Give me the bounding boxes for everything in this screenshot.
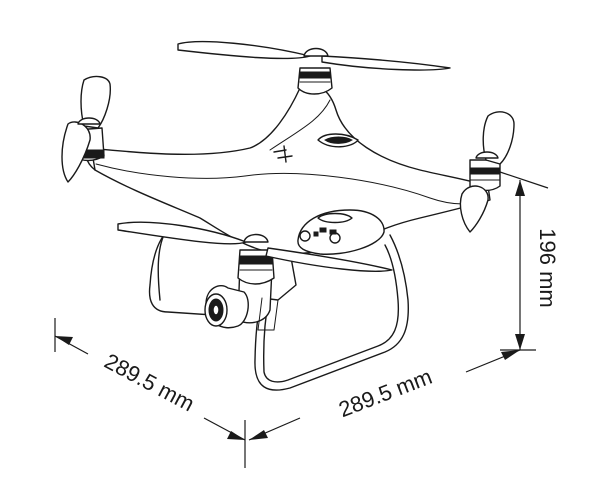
dimension-depth: 289.5 mm bbox=[54, 318, 246, 468]
propeller-left bbox=[61, 75, 112, 183]
width-label: 289.5 mm bbox=[335, 364, 435, 422]
motor-front bbox=[237, 249, 275, 285]
height-label: 196 mm bbox=[535, 228, 560, 307]
motor-right bbox=[469, 159, 501, 192]
dimension-height: 196 mm bbox=[499, 171, 560, 351]
width-arrow-right bbox=[501, 350, 520, 360]
depth-label: 289.5 mm bbox=[100, 348, 198, 416]
width-arrow-left bbox=[249, 430, 268, 440]
propeller-top bbox=[177, 40, 451, 71]
height-extension-top bbox=[499, 171, 549, 189]
height-arrow-top bbox=[515, 180, 525, 196]
depth-arrow-right bbox=[227, 431, 245, 440]
propeller-right bbox=[459, 111, 515, 233]
dimension-width: 289.5 mm bbox=[248, 349, 521, 441]
motor-top bbox=[297, 67, 333, 95]
propeller-front bbox=[117, 221, 393, 272]
height-arrow-bottom bbox=[515, 334, 525, 350]
depth-arrow-left bbox=[55, 336, 73, 345]
